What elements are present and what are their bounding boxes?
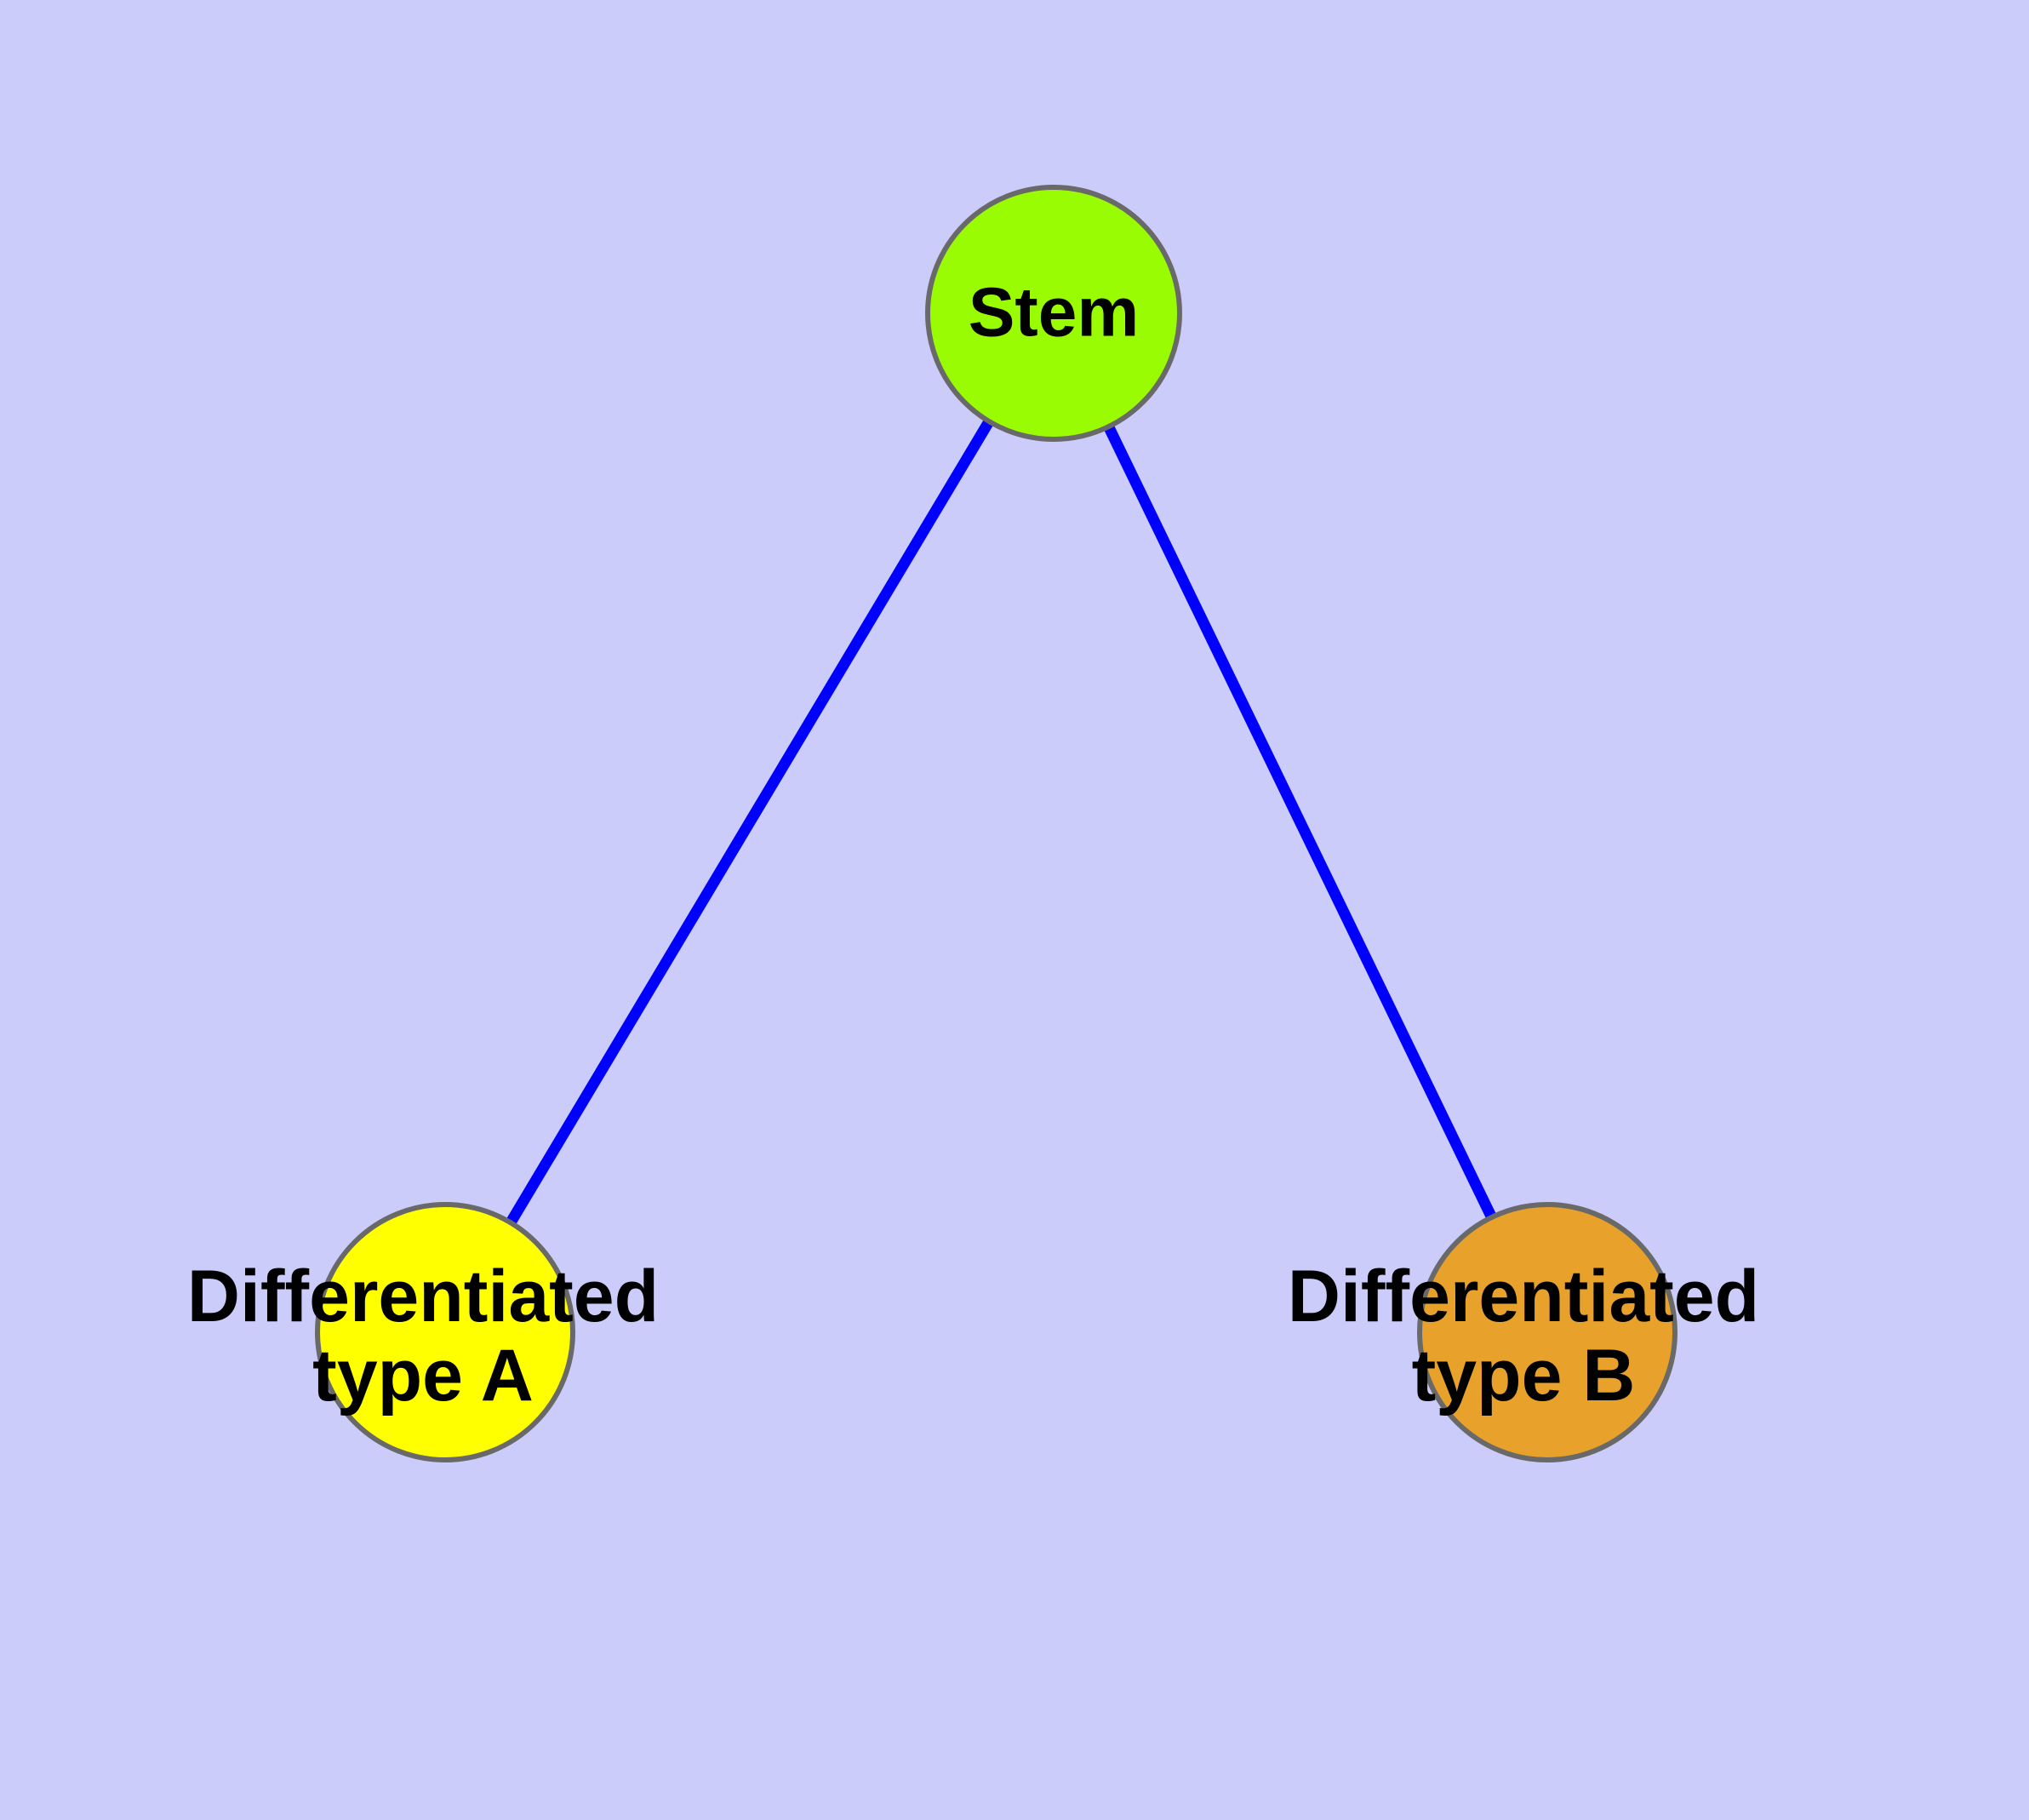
node-layer <box>315 185 1677 1462</box>
graph-node-diff-b[interactable] <box>1417 1202 1677 1462</box>
graph-node-stem[interactable] <box>925 185 1182 442</box>
edge-layer <box>440 310 1552 1336</box>
graph-node-diff-a[interactable] <box>315 1202 575 1462</box>
graph-edge-stem-to-diff-b[interactable] <box>1049 311 1552 1335</box>
graph-edge-stem-to-diff-a[interactable] <box>440 310 1059 1336</box>
